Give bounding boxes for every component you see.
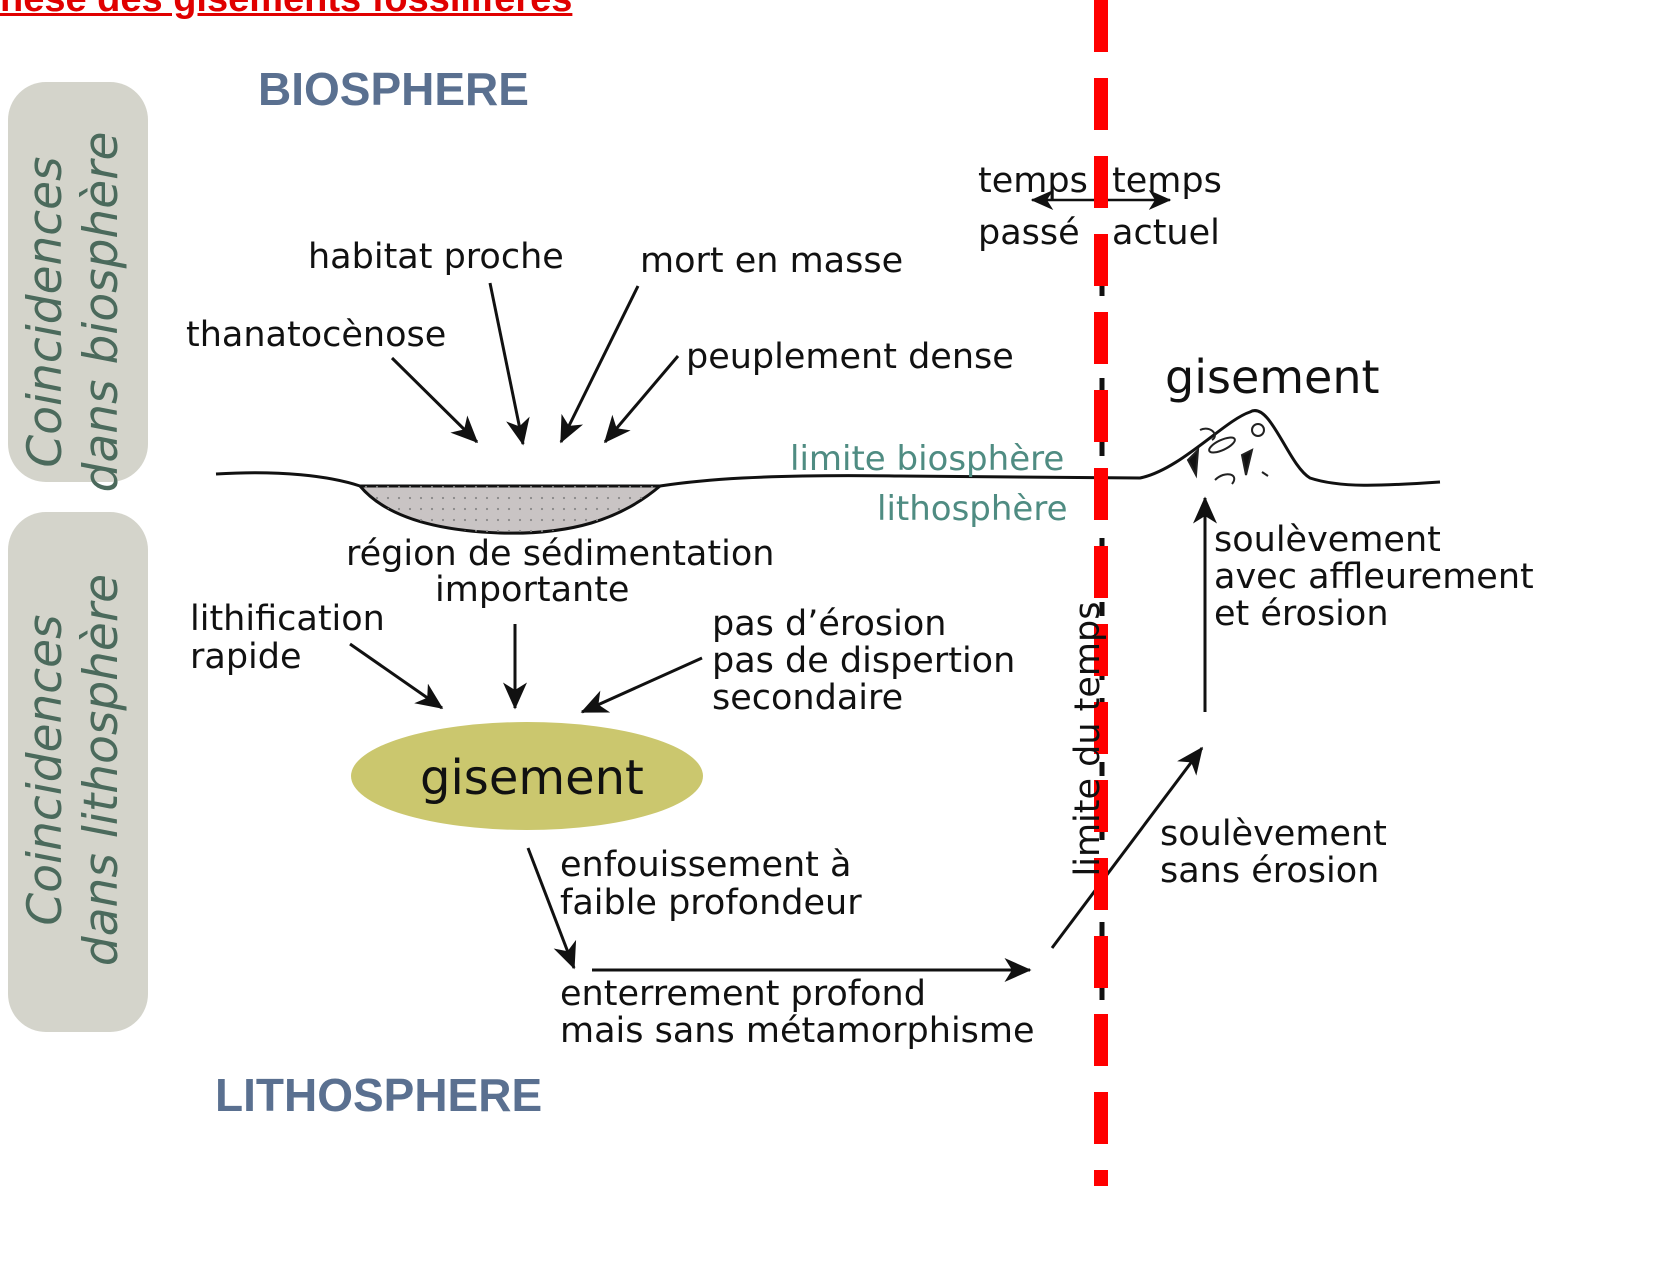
label-lithification: lithification rapide [190, 599, 385, 677]
label-thanatocenose: thanatocènose [186, 315, 447, 355]
label-mort-en-masse: mort en masse [640, 241, 904, 281]
label-gisement-center: gisement [420, 750, 644, 806]
side-box-lithosphere [8, 512, 148, 1032]
label-pas-erosion: pas d’érosion pas de dispertion secondai… [712, 604, 1016, 718]
arrow-soulevement-sans [1050, 746, 1204, 949]
label-lithosphere-boundary: lithosphère [877, 489, 1068, 529]
label-peuplement-dense: peuplement dense [686, 337, 1014, 377]
label-gisement-right: gisement [1165, 350, 1380, 404]
label-limite-biosphere: limite biosphère [790, 439, 1065, 479]
page-title: hèse des gisements fossilifères [0, 0, 572, 21]
surface-line [215, 409, 1441, 488]
label-temps-actuel: temps actuel [1112, 161, 1222, 253]
arrow-thanatocenose [390, 356, 479, 444]
label-soulevement-avec-affleurement: soulèvement avec affleurement et érosion [1214, 520, 1534, 634]
arrow-erosion [580, 656, 703, 714]
arrow-mort [559, 285, 640, 444]
label-soulevement-sans-erosion: soulèvement sans érosion [1160, 814, 1387, 891]
fossil-mound-icon [1186, 423, 1269, 485]
label-habitat-proche: habitat proche [308, 237, 564, 277]
heading-biosphere: BIOSPHERE [258, 63, 529, 115]
label-region-sedimentation: région de sédimentation importante [346, 534, 775, 610]
gisement-ellipse [351, 722, 703, 830]
label-limite-du-temps: limite du temps [1068, 601, 1108, 877]
heading-lithosphere: LITHOSPHERE [215, 1069, 543, 1121]
side-box-biosphere [8, 82, 148, 482]
arrow-peuplement [603, 355, 680, 444]
arrow-enfouissement [526, 847, 577, 970]
label-enfouissement: enfouissement à faible profondeur [560, 845, 862, 923]
arrow-habitat [488, 282, 530, 446]
label-temps-passe: temps passé [978, 161, 1088, 253]
label-enterrement: enterrement profond mais sans métamorphi… [560, 974, 1035, 1051]
arrow-lithification [349, 642, 444, 710]
